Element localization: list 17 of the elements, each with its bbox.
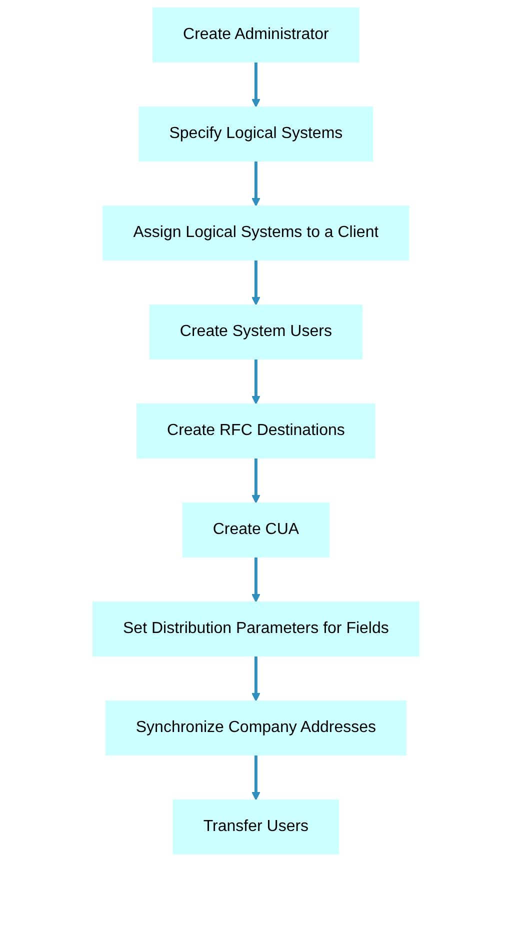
node-box: Create CUA (182, 502, 330, 558)
node-box: Transfer Users (172, 800, 339, 854)
arrow (251, 62, 260, 108)
node-box: Synchronize Company Addresses (104, 700, 406, 756)
arrow (251, 755, 260, 800)
node-box: Create Administrator (152, 8, 359, 62)
node-box: Set Distribution Parameters for Fields (92, 602, 419, 656)
arrow (251, 656, 260, 702)
arrow (251, 161, 260, 206)
arrow (251, 557, 260, 602)
arrow (251, 458, 260, 504)
arrow (251, 260, 260, 306)
arrow (251, 359, 260, 404)
node-box: Assign Logical Systems to a Client (102, 206, 409, 260)
node-box: Create System Users (148, 304, 362, 360)
node-box: Create RFC Destinations (136, 404, 375, 458)
node-box: Specify Logical Systems (138, 106, 373, 162)
